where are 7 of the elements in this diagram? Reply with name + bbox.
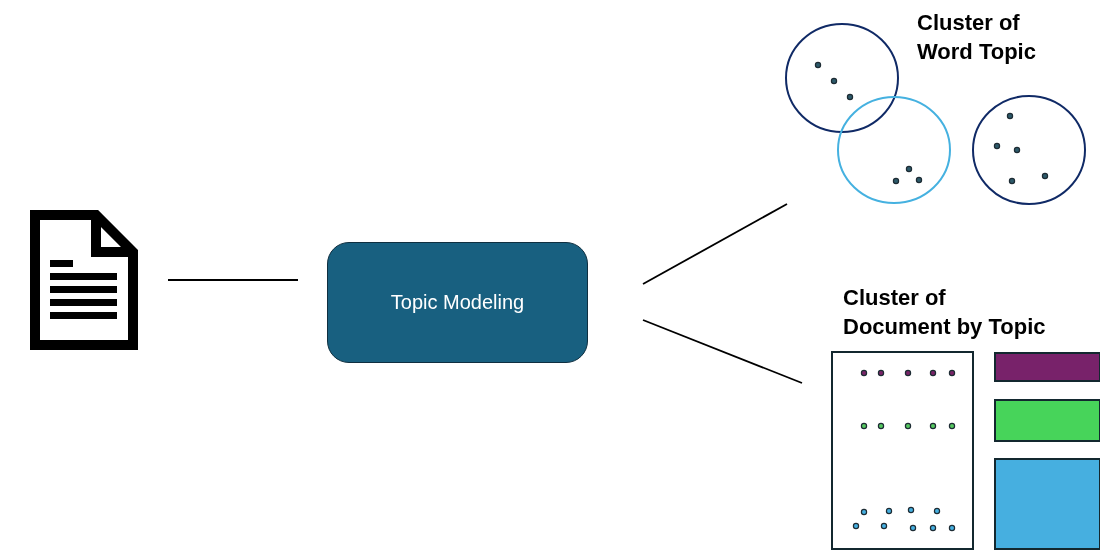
connector-line [642,203,788,285]
connector-line [167,279,299,281]
box-label: Topic Modeling [390,291,525,314]
cluster-title: Cluster of Document by Topic [843,284,1047,341]
cluster-title: Cluster of Word Topic [917,9,1037,66]
connector-line [642,319,803,384]
process-box [327,242,588,363]
